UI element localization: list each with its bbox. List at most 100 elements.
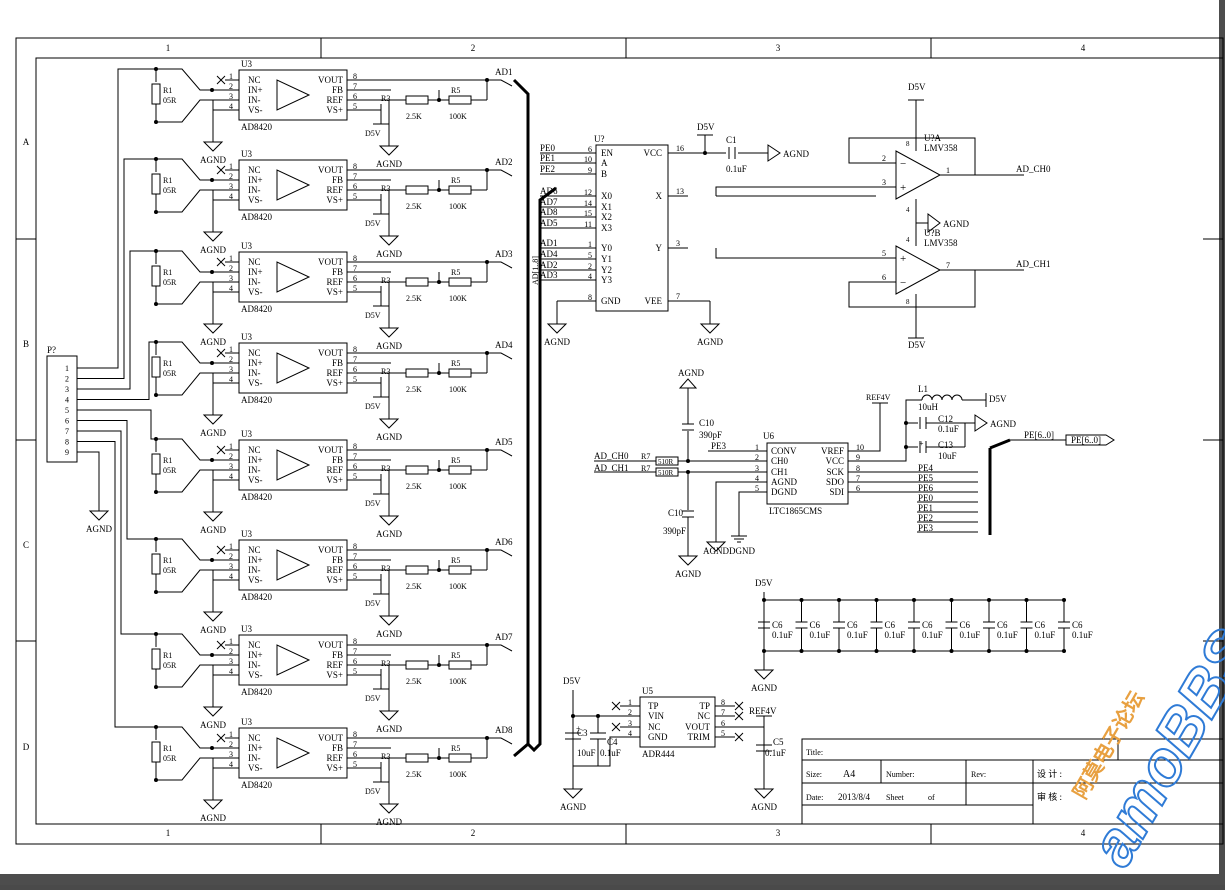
decap-value: 0.1uF xyxy=(810,630,831,640)
r5-value: 100K xyxy=(449,677,467,686)
mux-pin-name: X2 xyxy=(601,212,612,222)
amp-pin-num: 3 xyxy=(229,562,233,571)
amp-pin-name: FB xyxy=(332,455,343,465)
mux-pin-num: 5 xyxy=(588,251,592,260)
c10-label: C10 xyxy=(699,418,715,428)
adc-bus-net: PE1 xyxy=(918,503,933,513)
frame-row-label: B xyxy=(23,339,29,349)
r1-label: R1 xyxy=(163,456,172,465)
amp-pin-name: IN+ xyxy=(248,175,263,185)
r3-value: 2.5K xyxy=(406,294,422,303)
opamp-pin-num: 3 xyxy=(882,178,886,187)
opamp-pin-num: 8 xyxy=(906,140,910,148)
r1-value: 05R xyxy=(163,754,177,763)
dgnd-label: DGND xyxy=(729,546,755,556)
r1-value: 05R xyxy=(163,369,177,378)
amp-pin-name: REF xyxy=(326,185,343,195)
agnd-symbol xyxy=(378,710,400,721)
agnd-symbol xyxy=(378,418,400,429)
amp-part: AD8420 xyxy=(241,304,272,314)
r3-label: R3 xyxy=(381,276,390,285)
amp-pin-name: VS- xyxy=(248,763,263,773)
amp-pin-name: NC xyxy=(248,165,261,175)
amp-output-net: AD8 xyxy=(495,725,513,735)
junction-dot xyxy=(1062,598,1066,602)
agnd-symbol xyxy=(699,323,721,334)
agnd-label: AGND xyxy=(678,368,704,378)
amp-pin-num: 5 xyxy=(353,572,357,581)
amp-pin-name: FB xyxy=(332,650,343,660)
agnd-symbol xyxy=(677,555,699,566)
c3-polarity: + xyxy=(576,724,581,733)
agnd-label: AGND xyxy=(990,419,1016,429)
agnd-symbol xyxy=(202,799,224,810)
connector-pin-num: 3 xyxy=(65,385,69,394)
r1-value: 05R xyxy=(163,186,177,195)
supply-label: D5V xyxy=(755,578,773,588)
connector-trace xyxy=(97,430,156,635)
agnd-symbol xyxy=(678,378,698,389)
junction-dot xyxy=(1024,598,1029,602)
connector-trace xyxy=(97,68,156,369)
adc-pin-num: 8 xyxy=(856,464,860,473)
agnd-symbol xyxy=(378,803,400,814)
opamp-symbol xyxy=(895,150,942,200)
decap-label: C6 xyxy=(810,620,821,630)
adc-bus-net: PE0 xyxy=(918,493,934,503)
supply-label: D5V xyxy=(365,787,381,796)
mux-net-label: PE2 xyxy=(540,164,555,174)
amp-pin-num: 8 xyxy=(353,254,357,263)
frame-col-label-bottom: 3 xyxy=(776,828,781,838)
frame-col-label-bottom: 1 xyxy=(166,828,171,838)
amp-pin-num: 2 xyxy=(229,452,233,461)
agnd-symbol xyxy=(974,414,988,432)
amp-pin-num: 1 xyxy=(229,254,233,263)
junction-dot xyxy=(210,88,214,92)
agnd-symbol xyxy=(767,144,781,162)
wire xyxy=(715,248,876,259)
mux-pin-name: VCC xyxy=(643,148,662,158)
amp-part: AD8420 xyxy=(241,492,272,502)
mux-pin-name: X3 xyxy=(601,223,612,233)
amp-designator: U3 xyxy=(241,624,252,634)
mux-bus-label: AD[1..8] xyxy=(531,256,540,285)
junction-dot xyxy=(485,78,489,82)
adc-pin-num: 3 xyxy=(755,464,759,473)
opamp-pin-num: 8 xyxy=(906,298,910,306)
ref-pin-name: NC xyxy=(697,711,710,721)
tb-date: 2013/8/4 xyxy=(838,792,871,802)
amp-symbol xyxy=(276,79,311,111)
l1-label: L1 xyxy=(918,384,928,394)
r5-label: R5 xyxy=(451,651,460,660)
amp-pin-name: IN+ xyxy=(248,358,263,368)
no-connect-mark xyxy=(734,732,744,742)
decap-value: 0.1uF xyxy=(885,630,906,640)
amp-pin-name: IN+ xyxy=(248,85,263,95)
mux-pin-name: Y0 xyxy=(601,243,612,253)
amp-pin-num: 2 xyxy=(229,264,233,273)
amp-part: AD8420 xyxy=(241,122,272,132)
supply-label: D5V xyxy=(365,402,381,411)
adc-pin-num: 10 xyxy=(856,443,864,452)
agnd-label: AGND xyxy=(751,683,777,693)
r7-label: R7 xyxy=(641,464,650,473)
agnd-symbol xyxy=(546,323,568,334)
tb-of-label: of xyxy=(928,793,935,802)
amp-pin-num: 2 xyxy=(229,552,233,561)
amp-pin-num: 7 xyxy=(353,452,357,461)
adc-net-label: AD_CH1 xyxy=(594,463,629,473)
adc-pin-name: SDO xyxy=(826,477,845,487)
frame-row-label: C xyxy=(23,540,29,550)
amp-pin-name: IN- xyxy=(248,465,261,475)
mux-pin-num: 2 xyxy=(588,262,592,271)
amp-pin-num: 5 xyxy=(353,667,357,676)
amp-pin-num: 5 xyxy=(353,760,357,769)
mux-net-label: AD4 xyxy=(540,249,558,259)
mux-pin-num: 16 xyxy=(676,144,684,153)
mux-designator: U? xyxy=(594,134,605,144)
amp-pin-name: VS+ xyxy=(326,670,343,680)
c12-label: C12 xyxy=(938,414,953,424)
